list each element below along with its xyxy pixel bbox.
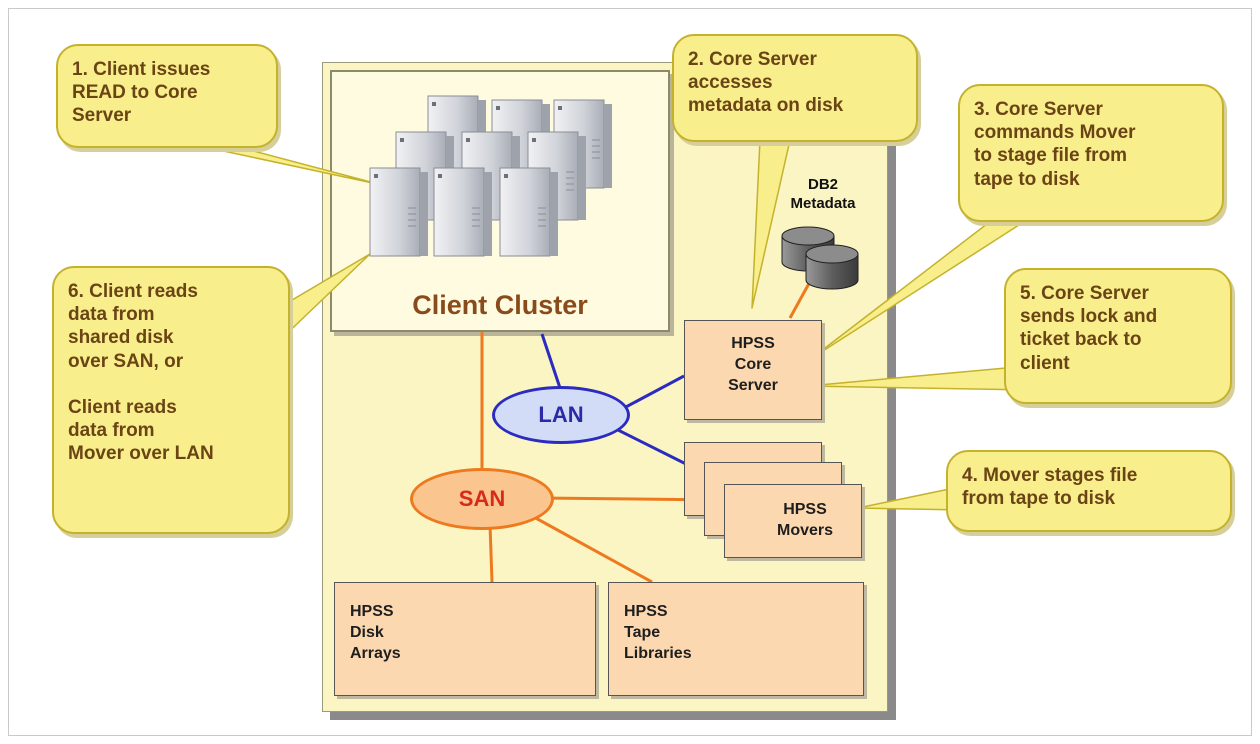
callout-step1-text: 1. Client issues READ to Core Server (72, 59, 211, 127)
callout-step4-text: 4. Mover stages file from tape to disk (962, 465, 1138, 510)
core-server-box (684, 320, 822, 420)
db2-cylinders (781, 226, 859, 290)
callout-step3: 3. Core Server commands Mover to stage f… (958, 84, 1224, 222)
callout-step2: 2. Core Server accesses metadata on disk (672, 34, 918, 142)
callout-step5-text: 5. Core Server sends lock and ticket bac… (1020, 283, 1158, 374)
lan-label: LAN (538, 402, 584, 427)
client-cluster-label: Client Cluster (412, 290, 588, 320)
callout-step3-text: 3. Core Server commands Mover to stage f… (974, 99, 1136, 190)
san-label: SAN (458, 486, 506, 511)
callout-step5: 5. Core Server sends lock and ticket bac… (1004, 268, 1232, 404)
san-node: SAN (410, 468, 554, 530)
movers-label: HPSS Movers (776, 501, 834, 539)
callout-step6-text: 6. Client reads data from shared disk ov… (68, 281, 214, 465)
mover-box-front (724, 484, 862, 558)
callout-step6: 6. Client reads data from shared disk ov… (52, 266, 290, 534)
callout-step4: 4. Mover stages file from tape to disk (946, 450, 1232, 532)
disk-arrays-label: HPSS Disk Arrays (350, 603, 401, 662)
callout5-pointer (807, 365, 1029, 391)
disk-arrays-box (334, 582, 596, 696)
callout2-pointer (751, 139, 791, 309)
core-server-label: HPSS Core Server (728, 335, 778, 394)
tape-libraries-label: HPSS Tape Libraries (624, 603, 692, 662)
lan-node: LAN (492, 386, 630, 444)
callout-step2-text: 2. Core Server accesses metadata on disk (688, 49, 844, 117)
callout-step1: 1. Client issues READ to Core Server (56, 44, 278, 148)
db2-metadata-label: DB2 Metadata (790, 176, 856, 212)
tape-libraries-box (608, 582, 864, 696)
lan-links (540, 333, 687, 466)
client-servers (369, 95, 613, 257)
